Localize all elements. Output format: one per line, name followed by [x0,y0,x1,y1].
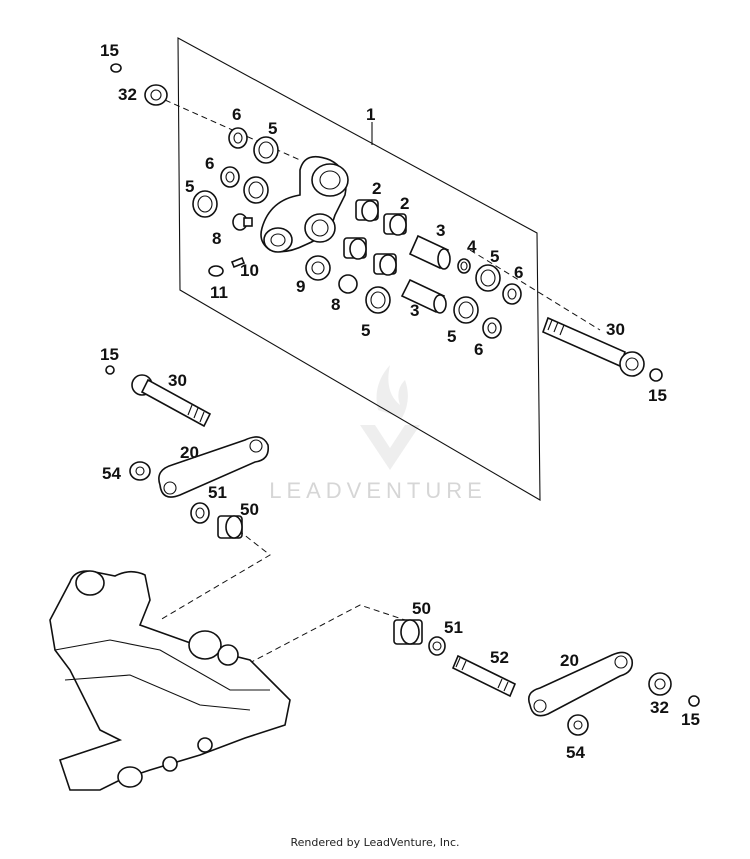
callout-6-right-lower: 6 [474,340,483,359]
spacer-9 [305,255,331,281]
callout-3-lower: 3 [410,301,419,320]
link-20-left [158,436,270,498]
callout-2-a: 2 [372,179,381,198]
pin-52 [451,654,517,698]
swingarm [49,570,291,791]
sleeve-3-lower [400,278,447,314]
nut-54-right [567,714,589,736]
nut-32-top [144,84,168,106]
sleeve-3-upper [408,234,451,270]
callout-6-middle: 6 [205,154,214,173]
callout-15-left: 15 [100,345,119,364]
callout-5-center: 5 [361,321,370,340]
bearing-50-right [393,619,423,645]
callout-15-bottom-right: 15 [681,710,700,729]
needle-bearing-2-c [343,237,367,260]
grease-fitting-10 [230,256,246,269]
callout-52: 52 [490,648,509,667]
seal-6-upper [228,127,248,149]
bearing-5-right-upper [475,264,501,292]
callout-2-b: 2 [400,194,409,213]
seal-6-right-upper [502,283,522,305]
callout-8-center: 8 [331,295,340,314]
cap-15-right [649,368,663,382]
callout-6-right: 6 [514,263,523,282]
callout-32-top: 32 [118,85,137,104]
bolt-30-left [131,374,212,428]
bushing-8-center [338,274,358,294]
cap-15-bottom-right [688,695,700,707]
bearing-5-upper [253,136,279,164]
axis-line-left-link [159,529,271,621]
callout-10: 10 [240,261,259,280]
bolt-30-right [541,316,645,377]
cap-15-left [105,365,115,375]
bearing-5-left [192,190,218,218]
exploded-view-frame [177,37,541,501]
callout-15-right: 15 [648,386,667,405]
callout-30-left: 30 [168,371,187,390]
callout-1: 1 [366,105,375,124]
footer-credit: Rendered by LeadVenture, Inc. [290,836,460,849]
needle-bearing-2-a [355,199,379,222]
callout-6-upper: 6 [232,105,241,124]
needle-bearing-2-b [383,213,407,236]
callout-5-left: 5 [185,177,194,196]
cap-15-top [110,63,122,73]
callout-5-upper: 5 [268,119,277,138]
needle-bearing-2-d [373,253,397,276]
callout-5-right-lower: 5 [447,327,456,346]
callout-51-left: 51 [208,483,227,502]
link-20-right [527,651,634,717]
callout-51-right: 51 [444,618,463,637]
callout-3-upper: 3 [436,221,445,240]
callout-4: 4 [467,237,477,256]
callout-5-right: 5 [490,247,499,266]
seal-6-right-lower [482,317,502,339]
callout-54-left: 54 [102,464,121,483]
watermark-text: LEADVENTURE [269,478,487,503]
callout-54-right: 54 [566,743,585,762]
leadventure-watermark-logo [360,365,420,470]
callout-20-right: 20 [560,651,579,670]
callout-11: 11 [210,283,228,302]
callout-50-left: 50 [240,500,259,519]
bearing-50-left [217,515,243,539]
callout-9: 9 [296,277,305,296]
washer-51-left [190,502,210,524]
rocker-link-1 [260,155,349,253]
bushing-8-left [232,213,253,231]
washer-51-right [428,636,446,656]
nut-54-left [129,461,151,481]
callout-8-left: 8 [212,229,221,248]
callout-50-right: 50 [412,599,431,618]
fitting-11 [208,265,224,277]
callout-20-left: 20 [180,443,199,462]
bearing-5-middle [243,176,269,204]
axis-line-right [469,249,601,331]
bearing-5-right-lower [453,296,479,324]
callout-32-right: 32 [650,698,669,717]
bearing-5-lower-center [365,286,391,314]
nut-32-right [648,672,672,696]
ring-4 [457,258,471,274]
seal-6-middle [220,166,240,188]
callout-30-right: 30 [606,320,625,339]
axis-line-bottom-link [239,604,406,669]
callout-15-top: 15 [100,41,119,60]
